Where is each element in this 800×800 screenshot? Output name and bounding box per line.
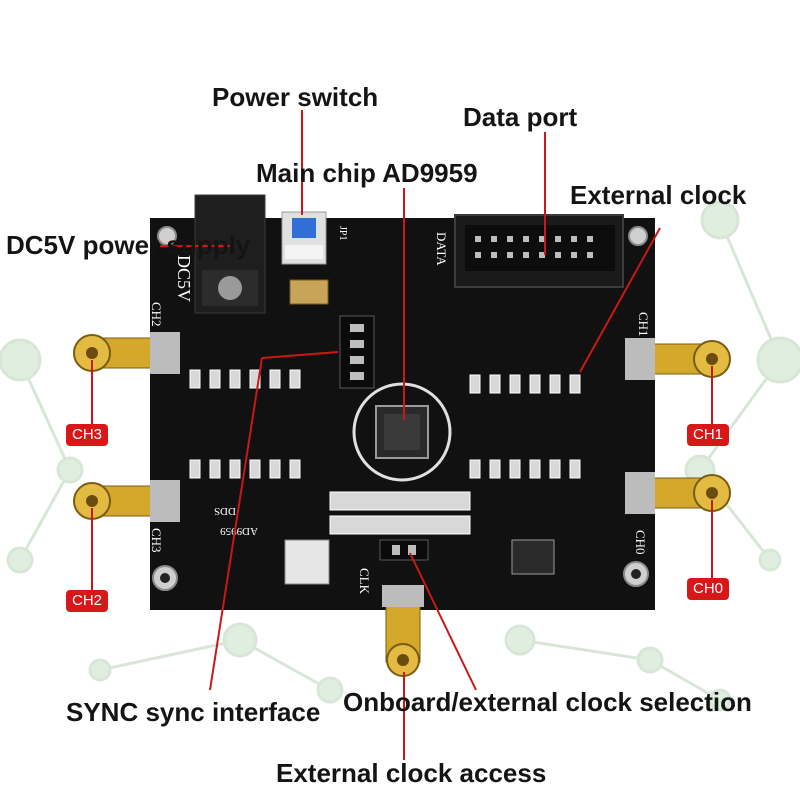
sma-connector-ch0 <box>625 472 731 514</box>
silk-jp1: JP1 <box>337 226 348 240</box>
channel-tag-ch2: CH2 <box>66 590 109 612</box>
sma-connector-clk <box>382 585 424 677</box>
background-network <box>0 200 800 712</box>
silk-ad9959: AD9959 <box>220 525 258 537</box>
clock-select-jumper <box>379 539 429 561</box>
callout-clock-selection: Onboard/external clock selection <box>343 687 752 717</box>
channel-tag-ch1: CH1 <box>687 424 730 446</box>
channel-tag-ch0: CH0 <box>687 578 730 600</box>
voltage-regulator <box>511 539 555 575</box>
callout-data-port: Data port <box>463 102 578 132</box>
callout-lines <box>91 110 713 760</box>
dc-jack <box>194 194 266 314</box>
silk-ch2: CH2 <box>149 302 164 327</box>
sma-connector-ch2 <box>73 480 180 522</box>
crystal-oscillator <box>284 539 330 585</box>
tantalum-capacitor <box>289 279 329 305</box>
callout-power-switch: Power switch <box>212 82 379 112</box>
smd-components <box>189 369 581 535</box>
silk-ch1: CH1 <box>636 312 651 337</box>
callout-dc5v-supply: DC5V power supply <box>6 230 251 260</box>
callout-external-clock: External clock <box>570 180 747 210</box>
callout-external-clock-access: External clock access <box>276 758 547 788</box>
channel-tag-ch3: CH3 <box>66 424 109 446</box>
data-port-pins <box>475 236 593 258</box>
sma-connector-ch1 <box>625 338 731 380</box>
silk-dds: DDS <box>214 505 236 517</box>
silk-clk: CLK <box>357 568 372 595</box>
silk-ch3: CH3 <box>149 528 164 553</box>
silk-dc5v: DC5V <box>174 255 194 302</box>
callout-sync-interface: SYNC sync interface <box>66 697 321 727</box>
silk-ch0: CH0 <box>633 530 648 555</box>
callout-main-chip: Main chip AD9959 <box>256 158 478 188</box>
main-chip <box>352 382 452 482</box>
sync-pin-header <box>339 315 375 389</box>
power-switch <box>281 211 327 265</box>
data-port-header <box>454 214 624 288</box>
silk-data: DATA <box>434 232 449 266</box>
sma-connector-ch3 <box>73 332 180 374</box>
